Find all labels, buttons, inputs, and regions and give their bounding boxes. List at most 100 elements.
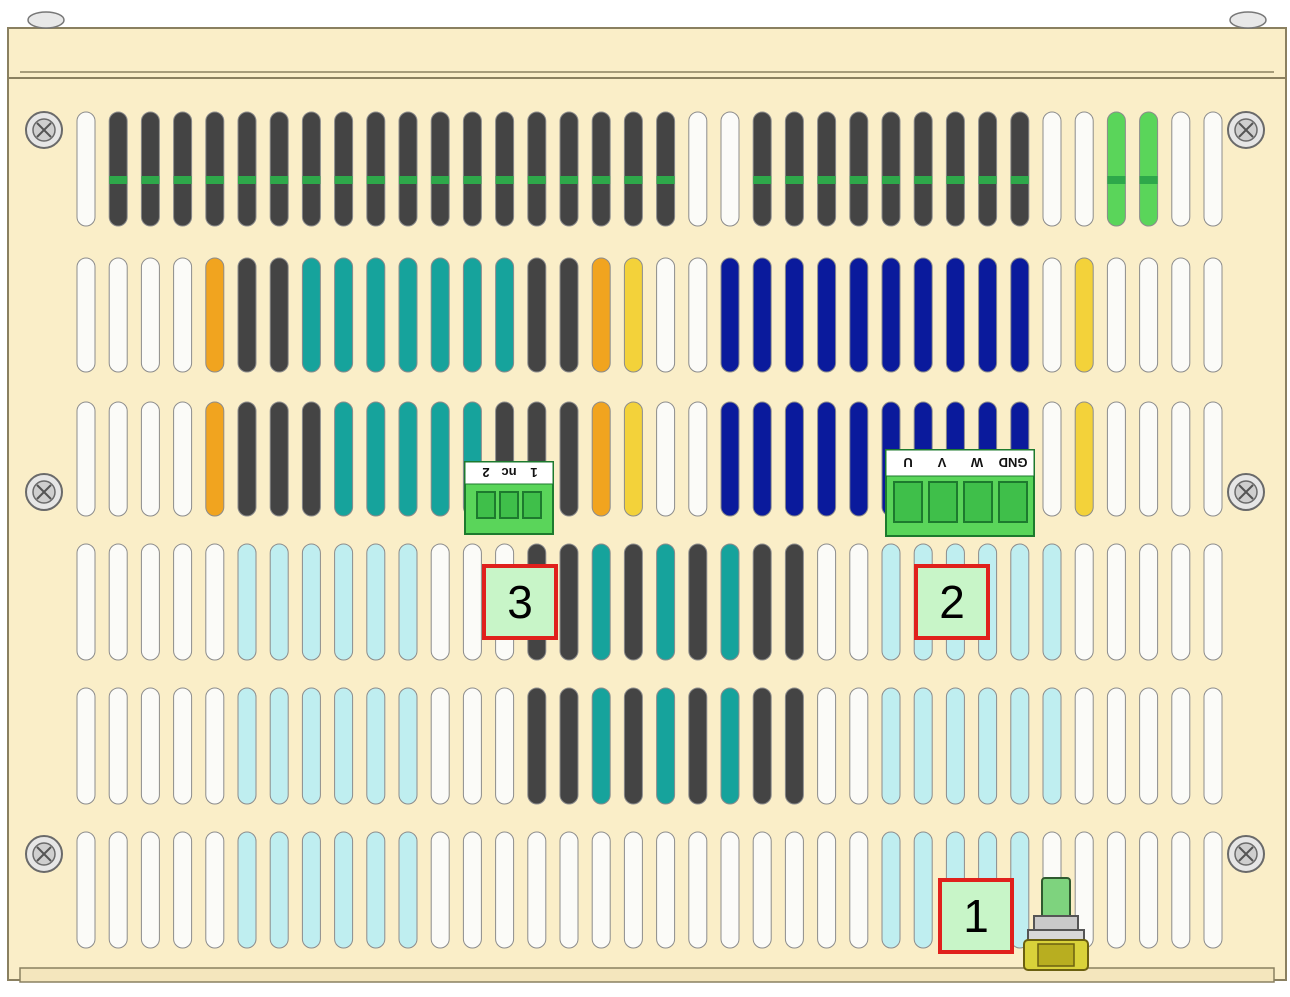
vent-slot [366, 401, 386, 517]
relay-label-2: 2 [482, 465, 489, 480]
vent-slot [945, 111, 965, 227]
vent-slot [656, 257, 676, 373]
vent-slot [1074, 687, 1094, 805]
vent-slot [945, 687, 965, 805]
vent-slot [140, 687, 160, 805]
vent-slot [881, 687, 901, 805]
vent-slot [720, 401, 740, 517]
vent-slot [559, 257, 579, 373]
vent-slot [334, 687, 354, 805]
relay-label-1: 1 [530, 465, 537, 480]
vent-slot [817, 831, 837, 949]
vent-slot [881, 257, 901, 373]
vent-slot [173, 111, 193, 227]
vent-slot [76, 111, 96, 227]
vent-slot [817, 543, 837, 661]
vent-slot [269, 257, 289, 373]
marker-ground-stud: 1 [938, 878, 1014, 954]
vent-slot [623, 831, 643, 949]
vent-slot [881, 543, 901, 661]
vent-slot [720, 831, 740, 949]
vent-slot [752, 687, 772, 805]
vent-slot [591, 257, 611, 373]
vent-slot [849, 831, 869, 949]
vent-slot [237, 257, 257, 373]
vent-slot [1203, 831, 1223, 949]
vent-slot [752, 257, 772, 373]
vent-slot [462, 687, 482, 805]
vent-slot [784, 543, 804, 661]
vent-slot [366, 543, 386, 661]
vent-slot [1010, 687, 1030, 805]
vent-slot [76, 831, 96, 949]
vent-slot [366, 687, 386, 805]
vent-slot [366, 831, 386, 949]
vent-slot [495, 687, 515, 805]
vent-slot [334, 111, 354, 227]
motor-label-u: U [903, 455, 912, 470]
pcb-edge [173, 176, 192, 184]
vent-slot [462, 543, 482, 661]
vent-slot [430, 831, 450, 949]
vent-slot [623, 111, 643, 227]
vent-slot [849, 687, 869, 805]
vent-slot [1106, 687, 1126, 805]
pcb-edge [334, 176, 353, 184]
vent-slot [140, 401, 160, 517]
vent-slot [527, 687, 547, 805]
relay-label-nc: nc [501, 465, 516, 480]
vent-slot [1010, 257, 1030, 373]
vent-slot [301, 831, 321, 949]
vent-slot [817, 401, 837, 517]
vent-slot [849, 111, 869, 227]
vent-slot [1106, 257, 1126, 373]
vent-slot [108, 687, 128, 805]
pcb-edge [302, 176, 321, 184]
vent-slot [108, 831, 128, 949]
vent-slot [140, 257, 160, 373]
vent-slot [76, 257, 96, 373]
vent-slot [1171, 401, 1191, 517]
vent-slot [1106, 543, 1126, 661]
vent-slot [173, 687, 193, 805]
vent-slot [237, 111, 257, 227]
vent-slot [1010, 543, 1030, 661]
vent-slot [1042, 257, 1062, 373]
vent-slot [559, 401, 579, 517]
vent-slot [205, 111, 225, 227]
pcb-edge [560, 176, 578, 184]
vent-slot [301, 401, 321, 517]
vent-slot [559, 831, 579, 949]
housing-front-lip [19, 967, 1275, 983]
vent-slot [527, 257, 547, 373]
relay-terminal-block: 1 nc 2 [464, 461, 554, 535]
vent-slot [656, 831, 676, 949]
pcb-edge [753, 176, 772, 184]
vent-slot [1074, 543, 1094, 661]
vent-slot [1042, 687, 1062, 805]
pcb-edge [141, 176, 160, 184]
pcb-edge [1107, 176, 1126, 184]
vent-slot [76, 401, 96, 517]
pcb-edge [238, 176, 256, 184]
vent-slot [269, 831, 289, 949]
vent-slot [1074, 257, 1094, 373]
pcb-edge [624, 176, 643, 184]
vent-slot [817, 687, 837, 805]
mounting-screws [25, 111, 1265, 873]
motor-label-w: W [970, 455, 983, 470]
vent-slot [334, 401, 354, 517]
vent-slot [1139, 543, 1159, 661]
top-mount-right [1229, 11, 1267, 29]
vent-slot [656, 111, 676, 227]
vent-slot [688, 111, 708, 227]
vent-slot [366, 111, 386, 227]
marker-relay-terminal: 3 [482, 564, 558, 640]
vent-slot [591, 687, 611, 805]
vent-slot [688, 543, 708, 661]
vent-slot [849, 543, 869, 661]
vent-slot [108, 257, 128, 373]
vent-slot [430, 401, 450, 517]
vent-slot [205, 687, 225, 805]
vent-slot [173, 543, 193, 661]
